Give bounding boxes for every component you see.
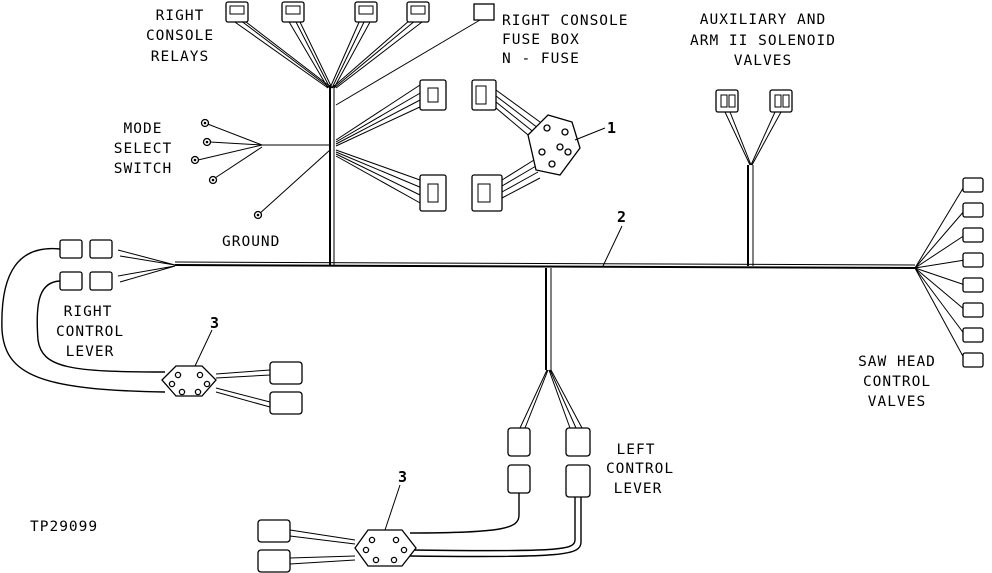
ground-wire — [253, 149, 331, 220]
svg-text:RIGHT CONSOLE: RIGHT CONSOLE — [502, 13, 629, 29]
svg-text:RIGHT: RIGHT — [64, 304, 113, 320]
label-right-control-lever: RIGHT CONTROL LEVER — [56, 304, 124, 360]
svg-text:FUSE BOX: FUSE BOX — [502, 32, 580, 48]
svg-text:SAW HEAD: SAW HEAD — [858, 354, 936, 370]
svg-text:LEVER: LEVER — [66, 344, 115, 360]
svg-text:RIGHT: RIGHT — [156, 8, 205, 24]
callout-3-right: 3 — [210, 314, 219, 332]
left-control-lever-branch — [257, 268, 591, 573]
svg-text:AUXILIARY AND: AUXILIARY AND — [700, 12, 827, 28]
svg-text:LEVER: LEVER — [614, 481, 663, 497]
fuse-box-connector — [473, 3, 495, 21]
svg-text:ARM II SOLENOID: ARM II SOLENOID — [690, 33, 836, 49]
auxiliary-solenoid-branch — [715, 89, 793, 266]
relay-connector-4 — [406, 1, 430, 23]
label-left-control-lever: LEFT CONTROL LEVER — [606, 442, 674, 497]
right-console-branch — [329, 85, 335, 266]
center-lower-bundle — [335, 149, 503, 212]
svg-text:LEFT: LEFT — [617, 442, 656, 458]
relay-connector-3 — [354, 1, 378, 23]
svg-text:N - FUSE: N - FUSE — [502, 51, 580, 67]
label-right-console-relays: RIGHT CONSOLE RELAYS — [146, 8, 214, 65]
callout-3-left: 3 — [398, 468, 407, 486]
right-control-lever-harness — [1, 239, 303, 415]
svg-text:VALVES: VALVES — [868, 394, 926, 410]
svg-text:SELECT: SELECT — [114, 141, 172, 157]
svg-text:VALVES: VALVES — [734, 53, 792, 69]
svg-text:RELAYS: RELAYS — [151, 49, 209, 65]
right-console-relay-connectors — [225, 1, 495, 23]
relay-connector-1 — [225, 1, 249, 23]
svg-text:CONSOLE: CONSOLE — [146, 28, 214, 44]
saw-head-connectors — [962, 177, 984, 368]
svg-text:CONTROL: CONTROL — [606, 461, 674, 477]
label-saw-head-control-valves: SAW HEAD CONTROL VALVES — [858, 354, 936, 410]
relay-wires — [231, 19, 481, 106]
figure-id: TP29099 — [30, 519, 98, 535]
label-auxiliary-arm-solenoid: AUXILIARY AND ARM II SOLENOID VALVES — [690, 12, 836, 69]
callout-2: 2 — [617, 208, 626, 226]
label-right-console-fuse-box: RIGHT CONSOLE FUSE BOX N - FUSE — [502, 13, 629, 67]
label-ground: GROUND — [222, 234, 280, 250]
relay-connector-2 — [281, 1, 305, 23]
main-harness-trunk — [174, 261, 916, 269]
svg-text:SWITCH: SWITCH — [114, 161, 172, 177]
svg-text:CONTROL: CONTROL — [56, 324, 124, 340]
callout-1: 1 — [607, 119, 616, 137]
saw-head-wires — [914, 184, 966, 361]
hex-connector-1 — [495, 89, 581, 199]
svg-text:CONTROL: CONTROL — [863, 374, 931, 390]
mode-select-switch-wires — [190, 118, 330, 185]
center-upper-bundle — [335, 79, 497, 147]
svg-text:MODE: MODE — [124, 121, 163, 137]
label-mode-select-switch: MODE SELECT SWITCH — [114, 121, 172, 177]
